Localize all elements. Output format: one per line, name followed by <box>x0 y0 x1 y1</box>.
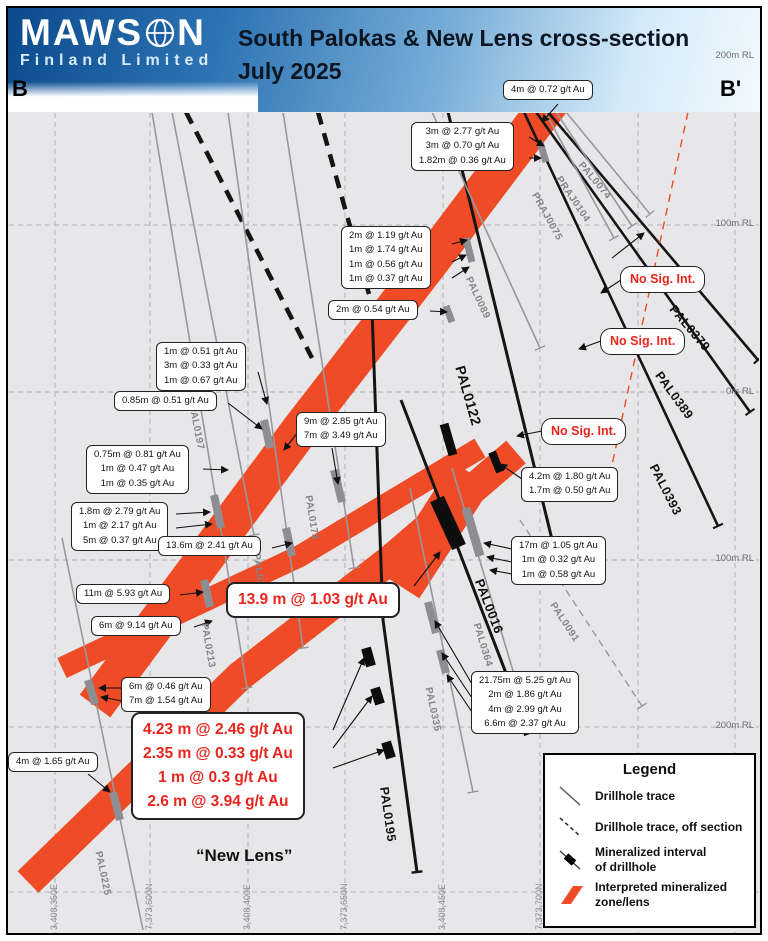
logo-subtitle: Finland Limited <box>20 52 214 69</box>
legend-item-label: Mineralized interval of drillhole <box>595 845 707 874</box>
section-marker-b-prime: B' <box>720 76 742 101</box>
legend: Legend Drillhole trace Drillhole trace, … <box>543 753 756 928</box>
mawson-logo: MAWS N Finland Limited <box>20 14 213 70</box>
legend-item-label: Drillhole trace <box>595 788 676 803</box>
legend-item-label: Interpreted mineralized zone/lens <box>595 880 728 909</box>
mineralized-interval-icon <box>559 850 581 870</box>
wordmark-suffix: N <box>177 12 206 53</box>
legend-title: Legend <box>622 761 677 778</box>
legend-item-mineralized-zone: Interpreted mineralized zone/lens <box>553 880 746 910</box>
new-lens-label: “New Lens” <box>196 846 293 865</box>
header-banner: MAWS N Finland Limited South Palokas & N… <box>8 8 760 112</box>
legend-item-drillhole-trace-off-section: Drillhole trace, off section <box>553 814 746 840</box>
mineralized-zone-icon <box>561 886 583 904</box>
legend-item-label: Drillhole trace, off section <box>595 819 743 834</box>
legend-item-drillhole-trace: Drillhole trace <box>553 783 746 809</box>
wordmark-prefix: MAWS <box>20 12 144 53</box>
drillhole-trace-icon <box>559 786 581 806</box>
legend-item-mineralized-interval: Mineralized interval of drillhole <box>553 845 746 875</box>
section-marker-b: B <box>12 76 28 101</box>
drillhole-trace-off-section-icon <box>559 817 581 837</box>
title-line-2: July 2025 <box>238 58 342 85</box>
title-line-1: South Palokas & New Lens cross-section <box>238 25 690 51</box>
globe-icon <box>146 18 175 47</box>
mawson-wordmark: MAWS N <box>20 14 213 51</box>
page-title: South Palokas & New Lens cross-section J… <box>238 22 689 89</box>
